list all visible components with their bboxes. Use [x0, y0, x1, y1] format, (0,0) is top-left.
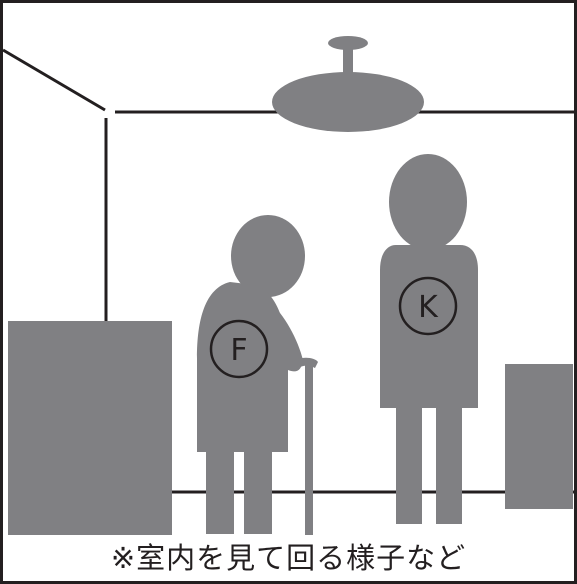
cabinet-right: [505, 364, 573, 509]
person-badge-circle: [398, 276, 458, 336]
elder-badge-label: F: [230, 333, 247, 368]
cabinet-left: [8, 321, 172, 535]
person-badge-label: K: [418, 290, 439, 325]
person-figure-icon: [380, 154, 478, 524]
caption-text: ※室内を見て回る様子など: [110, 541, 467, 575]
elder-figure-icon: [197, 215, 318, 535]
elder-badge-circle: [209, 319, 269, 379]
ceiling-corner-line: [2, 48, 106, 112]
ceiling-lamp-icon: [272, 36, 424, 132]
